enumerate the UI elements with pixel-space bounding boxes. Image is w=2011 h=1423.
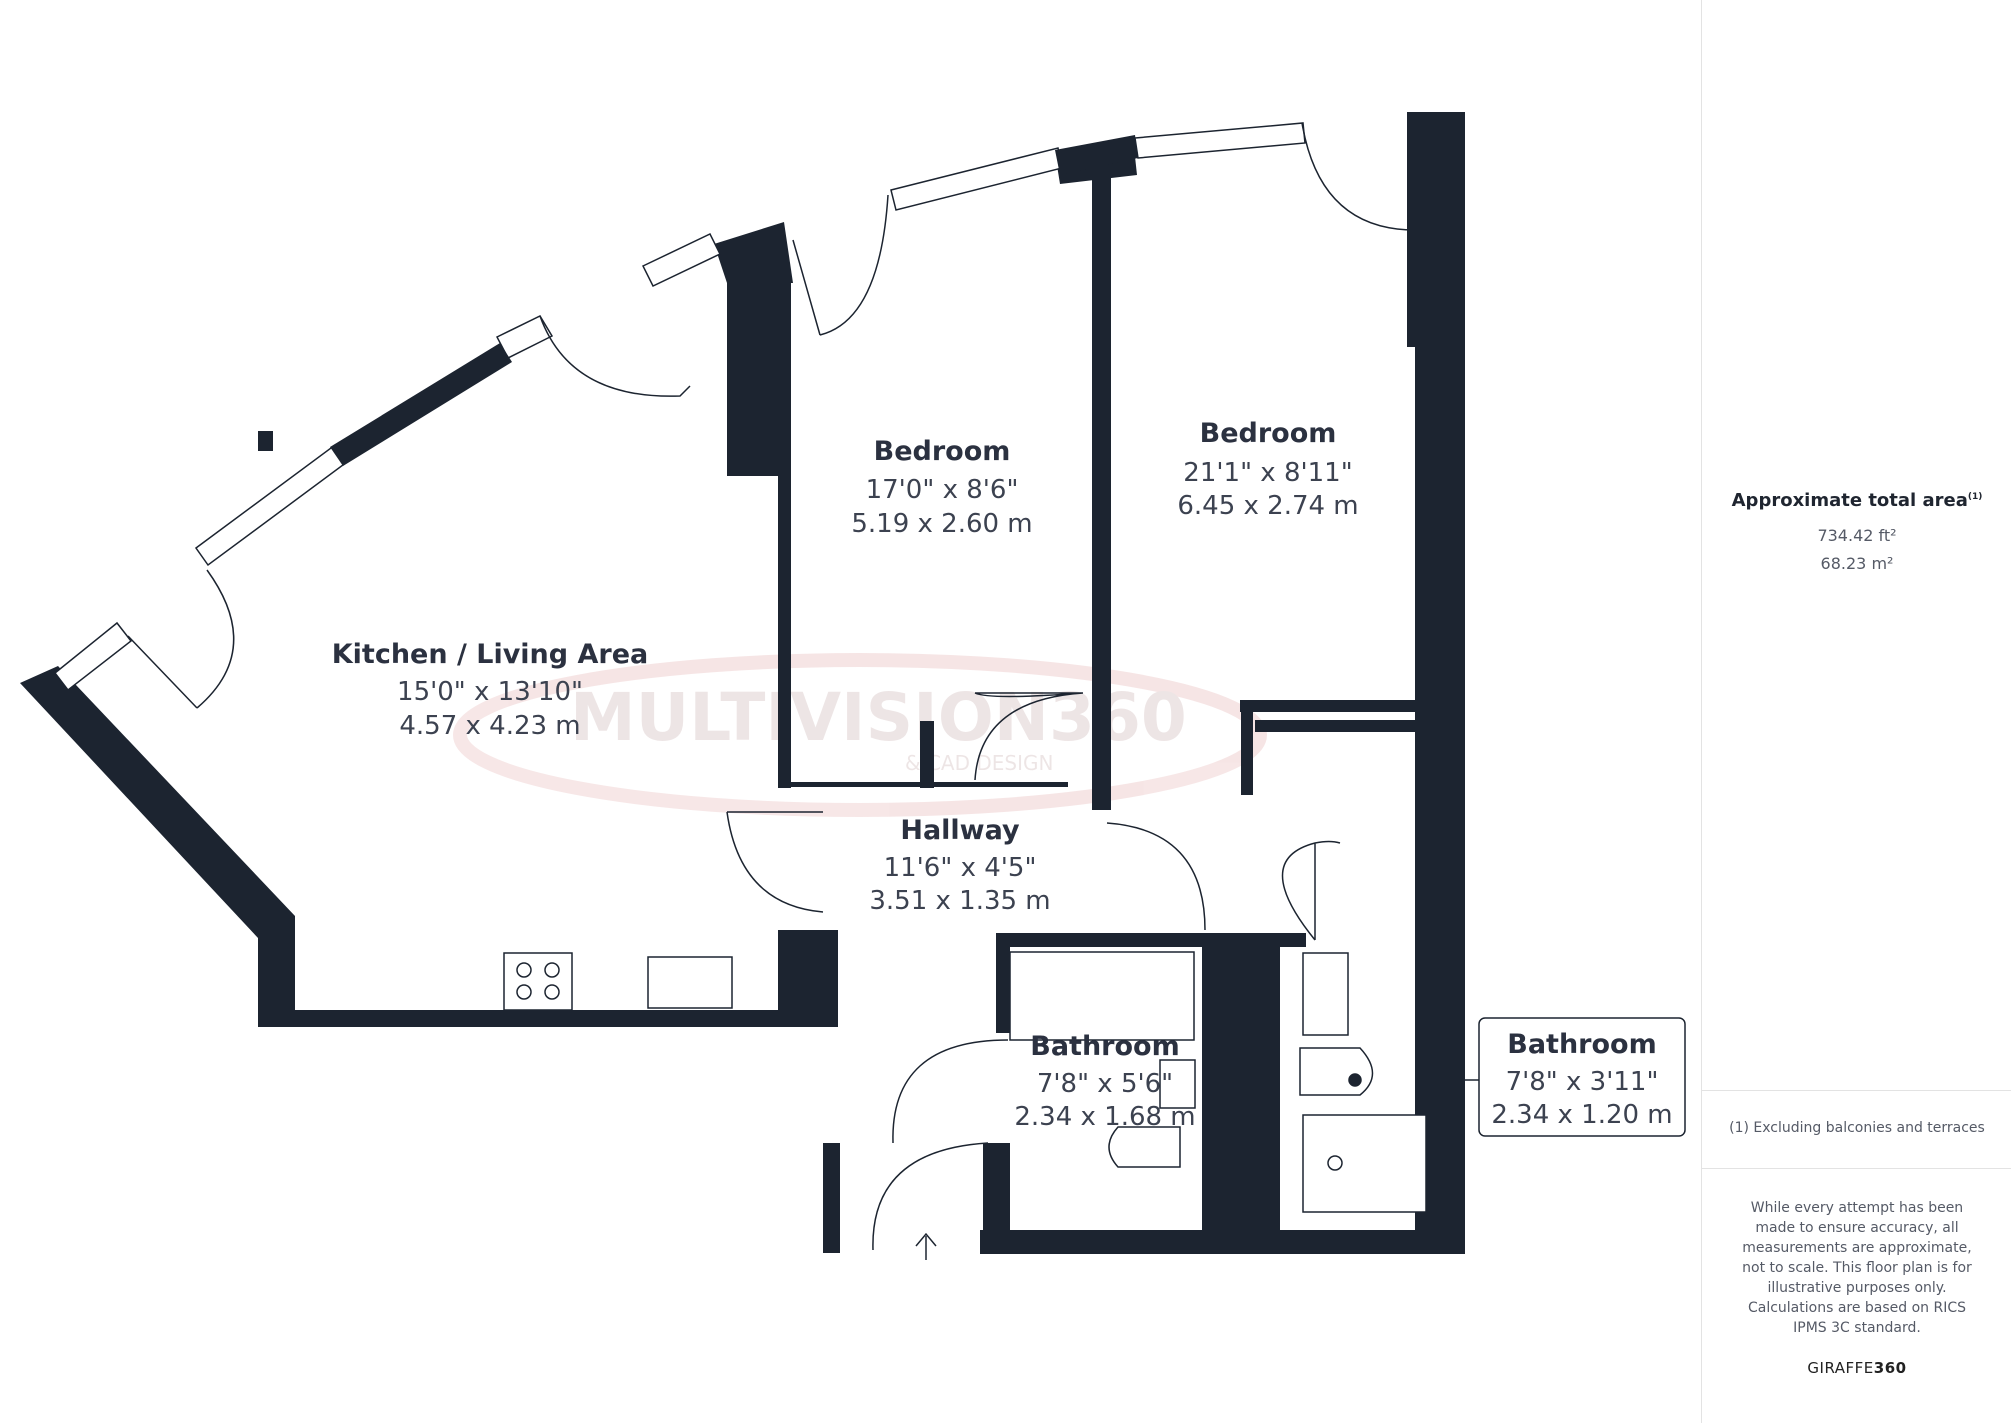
watermark-text: MULTIVISION360: [570, 679, 1187, 756]
door-bedroom1: [974, 692, 1084, 781]
room-dimensions-metric: 3.51 x 1.35 m: [869, 886, 1050, 916]
door-entrance: [872, 1142, 989, 1251]
brand-name: GIRAFFE: [1807, 1359, 1874, 1377]
window-dark-panels: [330, 135, 1138, 466]
room-name: Bedroom: [1200, 418, 1337, 449]
door-closet: [1281, 840, 1341, 941]
room-label-bedroom-1: Bedroom 17'0" x 8'6" 5.19 x 2.60 m: [851, 436, 1032, 539]
hob: [503, 952, 573, 1011]
label-box: [1478, 1017, 1686, 1137]
wall-bottom: [980, 1230, 1465, 1254]
calculation-note: Calculations are based on RICS IPMS 3C s…: [1747, 1300, 1967, 1336]
floor-plan: MULTIVISION360 & CAD DESIGN: [20, 112, 1686, 1260]
room-dimensions-metric: 5.19 x 2.60 m: [851, 509, 1032, 539]
room-label-bathroom-2: Bathroom 7'8" x 3'11" 2.34 x 1.20 m: [1465, 1017, 1686, 1137]
total-area-title: Approximate total area(1): [1702, 490, 2011, 511]
sink-bath2: [1302, 952, 1349, 1036]
total-area-m: 68.23 m²: [1820, 554, 1894, 573]
wall-closet-top: [1240, 700, 1425, 712]
door-terrace: [539, 315, 691, 397]
door-bedroom2: [1106, 822, 1206, 931]
window-top-1: [641, 233, 722, 287]
windows: [53, 122, 1306, 692]
door-bedroom1-window: [792, 194, 889, 336]
brand-logo: GIRAFFE360: [1702, 1359, 2011, 1377]
door-bedroom2-window: [1301, 122, 1416, 231]
info-sidebar: Approximate total area(1) 734.42 ft² 68.…: [1701, 0, 2011, 1423]
wall-stub: [920, 721, 934, 788]
toilet-bath2: [1299, 1047, 1374, 1096]
window-top-2: [890, 147, 1063, 211]
room-dimensions-metric: 2.34 x 1.68 m: [1014, 1102, 1195, 1132]
room-name: Bedroom: [874, 436, 1011, 467]
room-dimensions-imperial: 7'8" x 3'11": [1506, 1067, 1659, 1097]
room-name: Bathroom: [1507, 1029, 1656, 1060]
wall-closet-h: [1255, 720, 1425, 732]
room-dimensions-imperial: 7'8" x 5'6": [1037, 1069, 1173, 1099]
shower-tray: [1302, 1114, 1427, 1213]
wall-pier-lower: [258, 431, 273, 451]
room-name: Hallway: [900, 815, 1020, 846]
doors: [127, 122, 1416, 1251]
room-name: Kitchen / Living Area: [332, 639, 649, 670]
room-dimensions-metric: 4.57 x 4.23 m: [399, 711, 580, 741]
wall-bath-left: [996, 933, 1010, 1033]
wall-bath-middle: [1202, 933, 1280, 1253]
door-bathroom1: [892, 1039, 1009, 1144]
total-area-ft: 734.42 ft²: [1817, 526, 1897, 545]
window-left-1: [53, 621, 133, 692]
fixtures: [503, 951, 1427, 1213]
wall-left-diagonal: [20, 666, 295, 1010]
wall-corner-upper: [714, 222, 793, 283]
sink-bath1: [1159, 1059, 1196, 1109]
wall-bedroom1-left: [778, 283, 791, 788]
wall-closet-left: [1241, 700, 1253, 795]
toilet-bath1: [1108, 1126, 1181, 1168]
room-label-kitchen: Kitchen / Living Area 15'0" x 13'10" 4.5…: [332, 639, 649, 741]
walls: [20, 112, 1465, 1254]
window-left-2: [194, 443, 349, 567]
sink-kitchen: [647, 956, 733, 1009]
room-label-hallway: Hallway 11'6" x 4'5" 3.51 x 1.35 m: [869, 815, 1050, 916]
room-dimensions-imperial: 15'0" x 13'10": [397, 677, 583, 707]
room-name: Bathroom: [1030, 1031, 1179, 1062]
divider: [1702, 1090, 2011, 1091]
wall-bottom-left: [823, 1143, 840, 1253]
wall-bottom-left-post: [983, 1143, 1010, 1253]
wall-bedroom-divider: [1092, 178, 1111, 810]
total-area-title-text: Approximate total area: [1731, 490, 1968, 511]
room-dimensions-metric: 6.45 x 2.74 m: [1177, 491, 1358, 521]
divider: [1702, 1168, 2011, 1169]
room-dimensions-imperial: 21'1" x 8'11": [1183, 458, 1352, 488]
window-top-3: [1134, 122, 1306, 159]
room-label-bedroom-2: Bedroom 21'1" x 8'11" 6.45 x 2.74 m: [1177, 418, 1358, 521]
disclaimer-text: While every attempt has been made to ens…: [1742, 1200, 1972, 1296]
bathtub: [1009, 951, 1195, 1041]
room-dimensions-imperial: 11'6" x 4'5": [884, 853, 1037, 883]
room-dimensions-metric: 2.34 x 1.20 m: [1491, 1100, 1672, 1130]
wall-kitchen-bottom: [258, 1010, 823, 1027]
door-kitchen-hall: [726, 811, 824, 913]
wall-kitchen-right-lower: [778, 930, 838, 1027]
brand-number: 360: [1873, 1359, 1907, 1377]
footnote: (1) Excluding balconies and terraces: [1729, 1120, 1985, 1136]
entrance-arrow-icon: [915, 1232, 937, 1260]
door-kitchen: [127, 569, 235, 709]
room-label-bathroom-1: Bathroom 7'8" x 5'6" 2.34 x 1.68 m: [1014, 1031, 1195, 1132]
room-dimensions-imperial: 17'0" x 8'6": [866, 475, 1019, 505]
footnote-marker: (1): [1967, 492, 1983, 502]
wall-right-inner: [1407, 112, 1457, 347]
